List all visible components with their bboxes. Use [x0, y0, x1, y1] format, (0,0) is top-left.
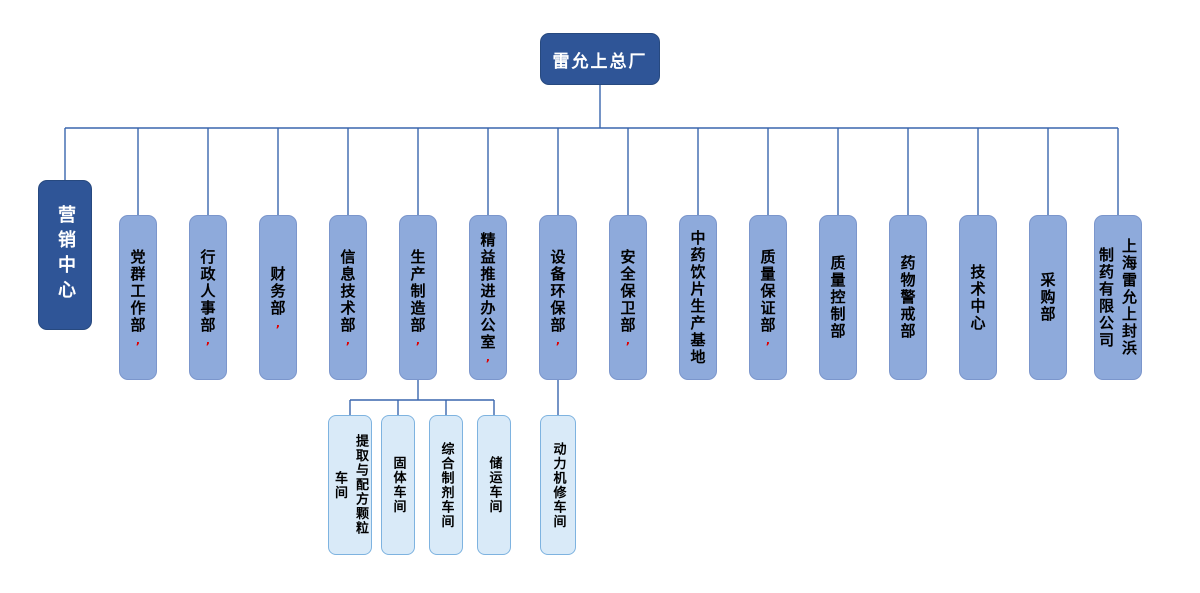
node-solid-workshop: 固体车间 [381, 415, 415, 555]
node-lean-promotion-office: 精益推进办公室, [469, 215, 507, 380]
node-label: 营销中心 [55, 205, 76, 305]
node-fengbang-pharma-company: 上海雷允上封浜 制药有限公司 [1094, 215, 1142, 380]
node-label: 药物警戒部 [898, 255, 917, 340]
node-it-dept: 信息技术部, [329, 215, 367, 380]
node-power-machine-repair-workshop: 动力机修车间 [540, 415, 576, 555]
node-procurement-dept: 采购部 [1029, 215, 1067, 380]
node-label: 固体车间 [390, 456, 406, 514]
node-label-line2: 车间 [332, 470, 347, 500]
node-equipment-environment-dept: 设备环保部, [539, 215, 577, 380]
node-label: 党群工作部, [128, 248, 147, 347]
node-label: 技术中心 [968, 263, 987, 332]
node-tcm-pieces-production-base: 中药饮片生产基地 [679, 215, 717, 380]
node-finance-dept: 财务部, [259, 215, 297, 380]
node-head-factory: 雷允上总厂 [540, 33, 660, 85]
node-label: 综合制剂车间 [438, 441, 454, 529]
node-label: 采购部 [1038, 272, 1057, 323]
node-admin-hr-dept: 行政人事部, [189, 215, 227, 380]
node-quality-assurance-dept: 质量保证部, [749, 215, 787, 380]
node-comprehensive-preparation-workshop: 综合制剂车间 [429, 415, 463, 555]
footnote-mark: , [551, 333, 565, 347]
node-label: 设备环保部, [548, 248, 567, 347]
node-label: 安全保卫部, [618, 248, 637, 347]
footnote-mark: , [761, 333, 775, 347]
node-production-manufacturing-dept: 生产制造部, [399, 215, 437, 380]
node-technology-center: 技术中心 [959, 215, 997, 380]
node-label: 提取与配方颗粒 [353, 434, 368, 536]
node-label: 信息技术部, [338, 248, 357, 347]
node-label: 上海雷允上封浜 [1120, 238, 1138, 357]
footnote-mark: , [411, 333, 425, 347]
node-marketing-center: 营销中心 [38, 180, 92, 330]
node-label: 质量保证部, [758, 248, 777, 347]
node-label: 生产制造部, [408, 248, 427, 347]
node-quality-control-dept: 质量控制部 [819, 215, 857, 380]
node-label: 财务部, [268, 265, 287, 330]
node-label: 中药饮片生产基地 [688, 229, 707, 366]
footnote-mark: , [131, 333, 145, 347]
node-label: 精益推进办公室, [478, 231, 497, 364]
node-label: 雷允上总厂 [552, 51, 648, 72]
node-party-masses-work-dept: 党群工作部, [119, 215, 157, 380]
node-label: 动力机修车间 [550, 441, 566, 529]
node-label: 质量控制部 [828, 255, 847, 340]
node-label: 行政人事部, [198, 248, 217, 347]
footnote-mark: , [341, 333, 355, 347]
node-security-dept: 安全保卫部, [609, 215, 647, 380]
node-pharmacovigilance-dept: 药物警戒部 [889, 215, 927, 380]
footnote-mark: , [621, 333, 635, 347]
node-extraction-formula-granule-workshop: 提取与配方颗粒 车间 [328, 415, 372, 555]
footnote-mark: , [481, 350, 495, 364]
footnote-mark: , [271, 316, 285, 330]
node-storage-transport-workshop: 储运车间 [477, 415, 511, 555]
footnote-mark: , [201, 333, 215, 347]
node-label-line2: 制药有限公司 [1097, 246, 1115, 349]
node-label: 储运车间 [486, 456, 502, 514]
